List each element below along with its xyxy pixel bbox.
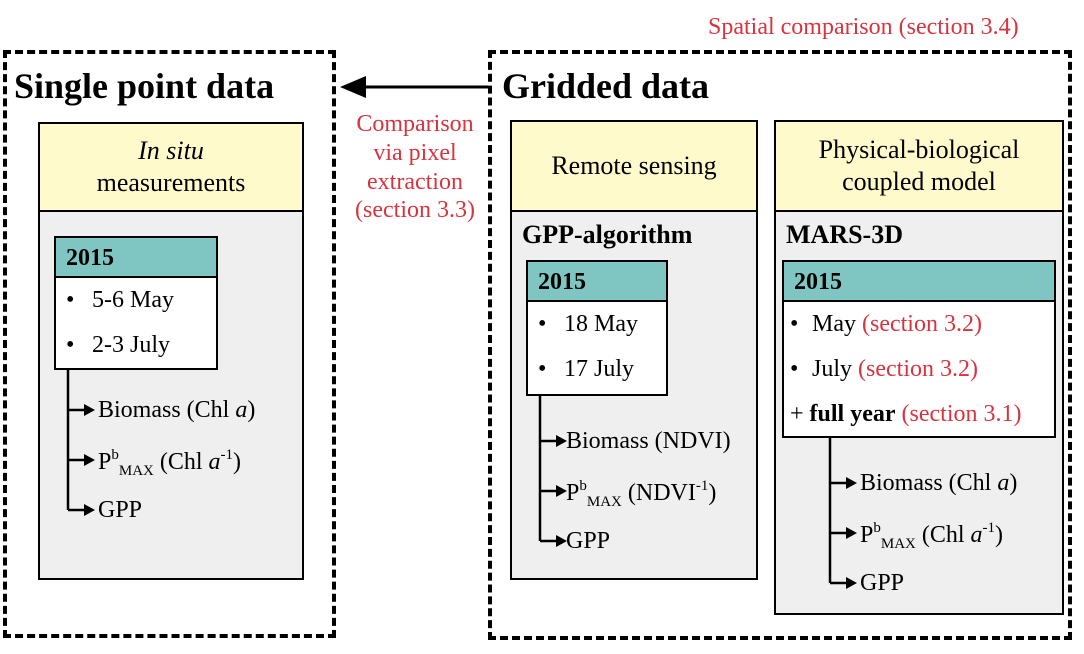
in-situ-header-text: measurements	[96, 168, 246, 197]
gpp-algorithm-label: GPP-algorithm	[522, 220, 693, 249]
in-situ-year-box: 2015 •5-6 May •2-3 July	[54, 236, 218, 370]
gpp-output: GPP	[860, 570, 905, 596]
in-situ-header: In situ measurements	[40, 124, 302, 212]
in-situ-italic: In situ	[138, 135, 204, 165]
biomass-output: Biomass (NDVI)	[566, 428, 731, 454]
biomass-output: Biomass (Chl a)	[860, 470, 1018, 496]
date-list: •May (section 3.2) •July (section 3.2) +…	[784, 302, 1054, 437]
single-point-container	[3, 50, 336, 638]
remote-sensing-header: Remote sensing	[512, 122, 756, 212]
year-header: 2015	[784, 262, 1054, 302]
list-item: •5-6 May	[66, 287, 174, 313]
model-header: Physical-biological coupled model	[776, 122, 1062, 212]
list-item: •18 May	[538, 311, 638, 337]
spatial-comparison-label: Spatial comparison (section 3.4)	[708, 14, 1019, 40]
model-year-box: 2015 •May (section 3.2) •July (section 3…	[782, 260, 1056, 438]
single-point-title: Single point data	[14, 66, 275, 106]
comparison-note: Comparison via pixel extraction (section…	[355, 111, 475, 224]
date-list: •18 May •17 July	[528, 302, 666, 392]
gpp-output: GPP	[98, 497, 143, 523]
list-item: •July (section 3.2)	[790, 356, 978, 382]
biomass-output: Biomass (Chl a)	[98, 397, 256, 423]
pmax-output: PbMAX (NDVI-1)	[566, 478, 717, 510]
list-item: •May (section 3.2)	[790, 311, 982, 337]
mars-3d-label: MARS-3D	[786, 220, 903, 249]
list-item: + full year (section 3.1)	[790, 401, 1022, 427]
remote-year-box: 2015 •18 May •17 July	[526, 260, 668, 396]
list-item: •17 July	[538, 356, 635, 382]
list-item: •2-3 July	[66, 332, 170, 358]
gridded-title: Gridded data	[502, 66, 710, 106]
gpp-output: GPP	[566, 528, 611, 554]
pmax-output: PbMAX (Chl a-1)	[860, 520, 1004, 552]
gridded-container	[488, 50, 1072, 640]
year-header: 2015	[56, 238, 216, 278]
year-header: 2015	[528, 262, 666, 302]
pmax-output: PbMAX (Chl a-1)	[98, 447, 242, 479]
date-list: •5-6 May •2-3 July	[56, 278, 216, 368]
